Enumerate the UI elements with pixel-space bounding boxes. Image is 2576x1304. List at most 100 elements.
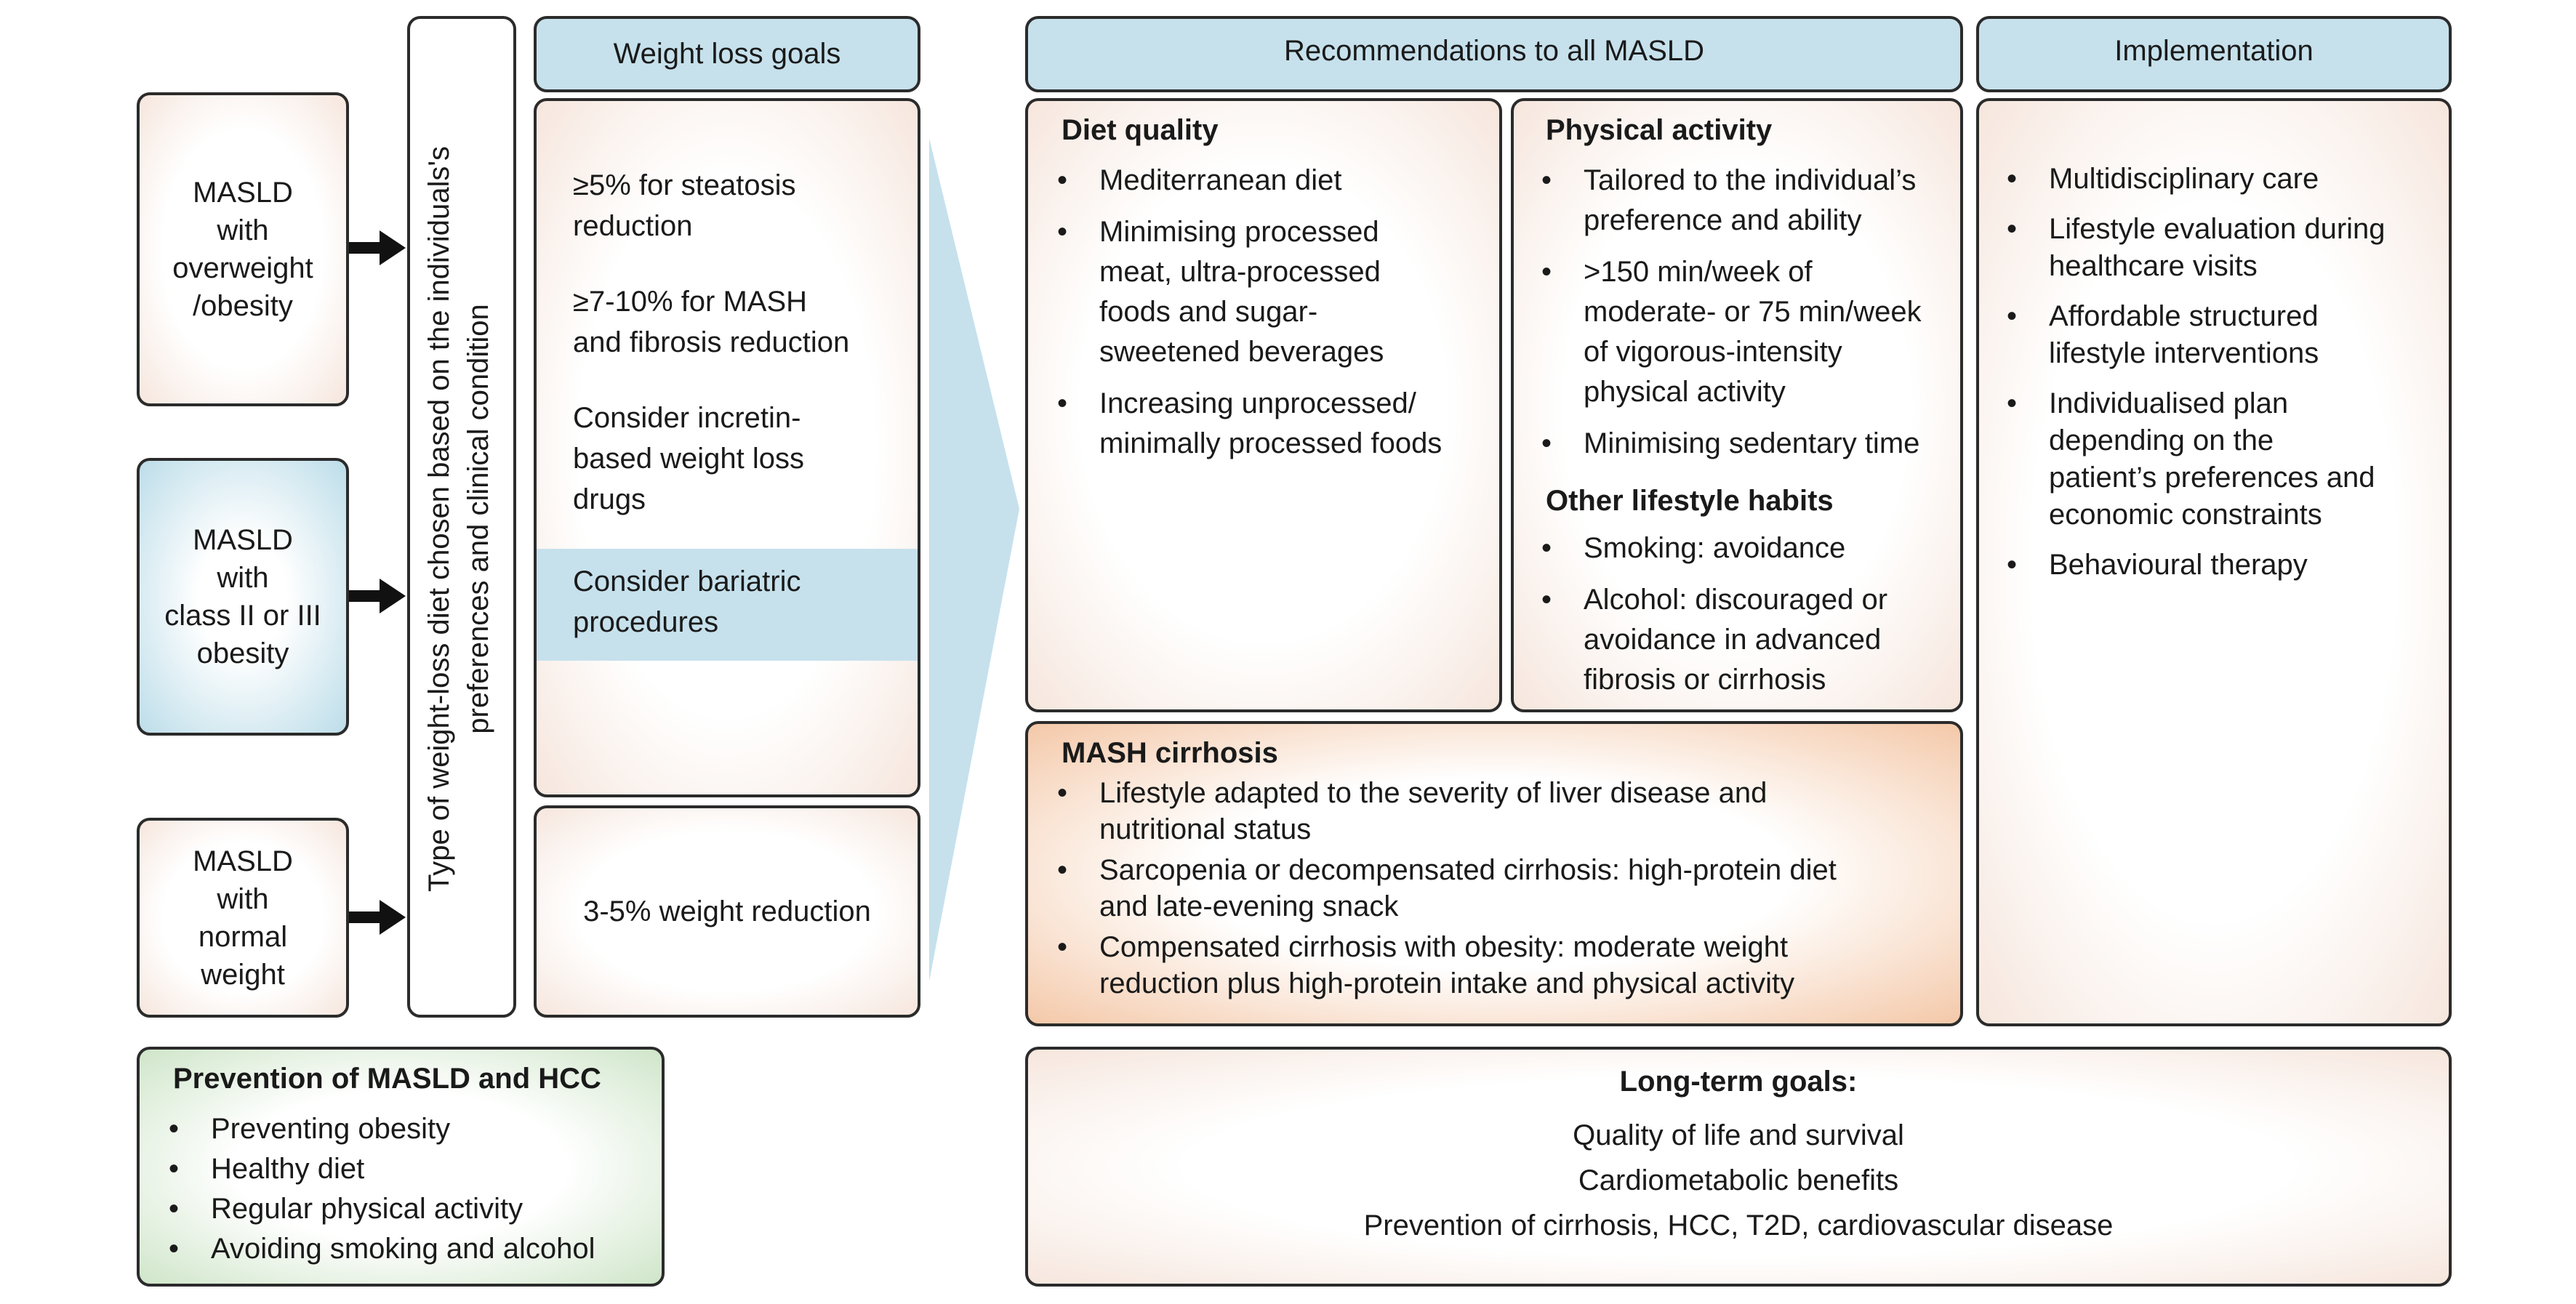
header-recommendations: Recommendations to all MASLD xyxy=(1025,16,1963,92)
mash-cirrhosis-title: MASH cirrhosis xyxy=(1062,737,1278,769)
diet-quality-item-text: foods and sugar- xyxy=(1099,296,1318,328)
group-label-line: weight xyxy=(201,958,285,991)
prevention-item-text: Regular physical activity xyxy=(211,1193,523,1225)
implementation-item: Affordable structured lifestyle intervent… xyxy=(2005,298,2441,372)
big-chevron-arrow xyxy=(929,138,1019,981)
arrow-class-obesity xyxy=(349,579,406,613)
other-habit-item: Alcohol: discouraged or avoidance in adva… xyxy=(1540,580,1962,700)
diet-quality-item-text: sweetened beverages xyxy=(1099,336,1384,368)
prevention-item: Preventing obesity xyxy=(167,1109,647,1149)
implementation-box: Multidisciplinary careLifestyle evaluati… xyxy=(1976,98,2452,1026)
header-implementation-text: Implementation xyxy=(2114,35,2314,67)
weight-goal-line: based weight loss xyxy=(573,443,804,475)
diet-type-box xyxy=(407,16,516,1018)
mash-cirrhosis-item-text: Lifestyle adapted to the severity of liv… xyxy=(1099,777,1768,809)
long-term-goal-1: Quality of life and survival xyxy=(1573,1119,1904,1151)
other-habits-title: Other lifestyle habits xyxy=(1546,485,1834,517)
diet-quality-item: Minimising processed meat, ultra-processe… xyxy=(1056,212,1492,372)
implementation-item-text: Lifestyle evaluation during xyxy=(2049,213,2386,245)
other-habit-item-text: fibrosis or cirrhosis xyxy=(1584,664,1826,696)
group-normal-weight-label: MASLD with normal weight xyxy=(193,842,293,994)
group-overweight-obesity: MASLD with overweight/obesity xyxy=(137,92,349,406)
implementation-item-text: Affordable structured xyxy=(2049,300,2319,332)
physical-activity-item-text: >150 min/week of xyxy=(1584,256,1813,288)
group-label-line: normal xyxy=(198,920,288,953)
physical-activity-list: Tailored to the individual’s preference a… xyxy=(1540,161,1962,475)
weight-goal-line: Consider bariatric xyxy=(573,566,801,597)
physical-activity-item: >150 min/week of moderate- or 75 min/week… xyxy=(1540,252,1962,412)
physical-activity-item-text: moderate- or 75 min/week xyxy=(1584,296,1922,328)
long-term-goal-3: Prevention of cirrhosis, HCC, T2D, cardi… xyxy=(1363,1210,2114,1241)
implementation-item-text: Individualised plan xyxy=(2049,387,2289,419)
mash-cirrhosis-item-text: Sarcopenia or decompensated cirrhosis: h… xyxy=(1099,854,1837,886)
implementation-item-text: economic constraints xyxy=(2049,499,2322,531)
mash-cirrhosis-item: Lifestyle adapted to the severity of liv… xyxy=(1056,775,1950,848)
diet-quality-item-text: Minimising processed xyxy=(1099,216,1379,248)
normal-weight-goal-text: 3-5% weight reduction xyxy=(583,896,871,927)
header-implementation: Implementation xyxy=(1976,16,2452,92)
mash-cirrhosis-item-text: and late-evening snack xyxy=(1099,890,1399,922)
long-term-goal-2: Cardiometabolic benefits xyxy=(1578,1164,1899,1196)
physical-activity-box: Physical activity Tailored to the indivi… xyxy=(1511,98,1963,712)
bariatric-highlight xyxy=(537,549,918,661)
implementation-item: Multidisciplinary care xyxy=(2005,161,2441,198)
group-label-line: with xyxy=(217,214,269,246)
group-label-line: overweight xyxy=(172,252,313,284)
group-overweight-obesity-label: MASLD with overweight/obesity xyxy=(172,174,313,325)
physical-activity-item-text: Tailored to the individual’s xyxy=(1584,164,1917,196)
group-label-line: MASLD xyxy=(193,177,293,209)
group-label-line: MASLD xyxy=(193,524,293,556)
implementation-item: Behavioural therapy xyxy=(2005,547,2441,584)
arrow-normal-weight xyxy=(349,900,406,935)
group-label-line: obesity xyxy=(196,637,289,669)
mash-cirrhosis-box: MASH cirrhosis Lifestyle adapted to the … xyxy=(1025,721,1963,1026)
diet-type-label-line-1: Type of weight-loss diet chosen based on… xyxy=(423,145,455,893)
physical-activity-item: Minimising sedentary time xyxy=(1540,424,1962,464)
physical-activity-item: Tailored to the individual’s preference a… xyxy=(1540,161,1962,241)
diet-type-label: Type of weight-loss diet chosen based on… xyxy=(420,54,501,984)
mash-cirrhosis-item-text: reduction plus high-protein intake and p… xyxy=(1099,967,1795,999)
physical-activity-item-text: preference and ability xyxy=(1584,204,1862,236)
group-label-line: class II or III xyxy=(164,600,321,632)
diet-quality-item-text: minimally processed foods xyxy=(1099,427,1443,459)
diet-type-label-line-2: preferences and clinical condition xyxy=(462,304,494,734)
physical-activity-item-text: Minimising sedentary time xyxy=(1584,427,1920,459)
diet-quality-box: Diet quality Mediterranean dietMinimisin… xyxy=(1025,98,1502,712)
mash-cirrhosis-item: Sarcopenia or decompensated cirrhosis: h… xyxy=(1056,852,1950,925)
weight-goal-line: and fibrosis reduction xyxy=(573,326,850,358)
physical-activity-title: Physical activity xyxy=(1546,114,1773,146)
implementation-item-text: Multidisciplinary care xyxy=(2049,163,2319,195)
mash-cirrhosis-item-text: nutritional status xyxy=(1099,813,1312,845)
diet-quality-item: Mediterranean diet xyxy=(1056,161,1492,201)
implementation-item-text: healthcare visits xyxy=(2049,250,2258,282)
mash-cirrhosis-item: Compensated cirrhosis with obesity: mode… xyxy=(1056,929,1950,1002)
mash-cirrhosis-item-text: Compensated cirrhosis with obesity: mode… xyxy=(1099,931,1789,963)
prevention-item-text: Avoiding smoking and alcohol xyxy=(211,1233,595,1265)
diet-quality-item-text: Increasing unprocessed/ xyxy=(1099,387,1416,419)
other-habits-list: Smoking: avoidanceAlcohol: discouraged o… xyxy=(1540,528,1962,712)
group-label-line: with xyxy=(217,882,269,915)
group-label-line: /obesity xyxy=(193,290,293,322)
other-habit-item-text: avoidance in advanced xyxy=(1584,624,1882,656)
group-normal-weight: MASLD with normal weight xyxy=(137,818,349,1018)
prevention-title: Prevention of MASLD and HCC xyxy=(173,1063,601,1095)
physical-activity-item-text: physical activity xyxy=(1584,376,1786,408)
other-habit-item-text: Alcohol: discouraged or xyxy=(1584,584,1888,616)
prevention-item: Regular physical activity xyxy=(167,1189,647,1229)
implementation-item-text: lifestyle interventions xyxy=(2049,337,2319,369)
prevention-box: Prevention of MASLD and HCC Preventing o… xyxy=(137,1047,665,1287)
prevention-item: Avoiding smoking and alcohol xyxy=(167,1229,647,1269)
long-term-goals-box: Long-term goals: Quality of life and sur… xyxy=(1025,1047,2452,1287)
header-weight-loss-goals-text: Weight loss goals xyxy=(613,38,841,70)
other-habit-item-text: Smoking: avoidance xyxy=(1584,532,1846,564)
group-label-line: MASLD xyxy=(193,845,293,877)
long-term-goals-title: Long-term goals: xyxy=(1619,1066,1858,1098)
prevention-item-text: Preventing obesity xyxy=(211,1113,451,1145)
diet-quality-item-text: meat, ultra-processed xyxy=(1099,256,1381,288)
prevention-item: Healthy diet xyxy=(167,1149,647,1189)
